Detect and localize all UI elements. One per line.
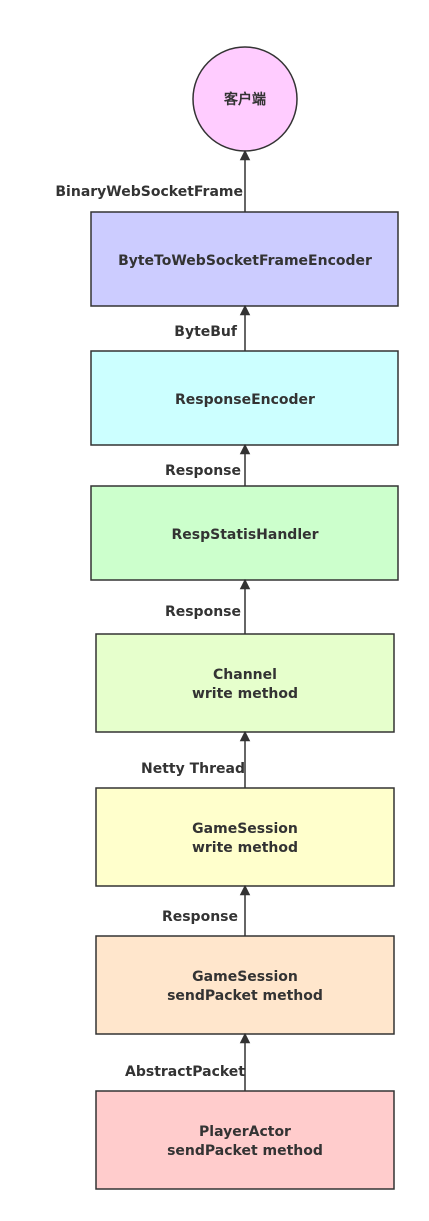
node-label-line-1: GameSession <box>192 821 298 837</box>
node-box <box>95 787 395 887</box>
edge-bytebuf: ByteBuf <box>174 304 251 351</box>
edge-netty-thread: Netty Thread <box>141 730 251 788</box>
node-response-encoder: ResponseEncoder <box>90 350 399 446</box>
node-box <box>95 633 395 733</box>
node-label-line-1: GameSession <box>192 969 298 985</box>
node-player-actor-send-packet: PlayerActor sendPacket method <box>95 1090 395 1190</box>
node-label-line-2: sendPacket method <box>167 1143 323 1159</box>
node-label: ByteToWebSocketFrameEncoder <box>118 253 372 269</box>
edge-response-3: Response <box>162 884 251 936</box>
node-label-line-1: Channel <box>213 667 277 683</box>
node-label-line-1: PlayerActor <box>199 1124 291 1140</box>
node-game-session-send-packet: GameSession sendPacket method <box>95 935 395 1035</box>
client-node: 客户端 <box>192 46 298 152</box>
node-label: RespStatisHandler <box>171 527 318 543</box>
edge-binary-websocket-frame: BinaryWebSocketFrame <box>55 149 251 212</box>
node-channel-write: Channel write method <box>95 633 395 733</box>
node-box <box>90 211 399 307</box>
node-box <box>90 485 399 581</box>
node-label: ResponseEncoder <box>175 392 315 408</box>
node-byte-to-websocket-frame-encoder: ByteToWebSocketFrameEncoder <box>90 211 399 307</box>
node-label-line-2: write method <box>192 840 298 856</box>
node-resp-statis-handler: RespStatisHandler <box>90 485 399 581</box>
edge-response-2: Response <box>165 578 251 634</box>
edge-label: Response <box>165 604 241 620</box>
edge-response-1: Response <box>165 443 251 486</box>
node-box <box>95 1090 395 1190</box>
node-box <box>95 935 395 1035</box>
edge-abstract-packet: AbstractPacket <box>125 1032 251 1091</box>
node-game-session-write: GameSession write method <box>95 787 395 887</box>
node-label-line-2: sendPacket method <box>167 988 323 1004</box>
edge-label: Netty Thread <box>141 761 245 777</box>
edge-label: AbstractPacket <box>125 1064 245 1080</box>
edge-label: Response <box>162 909 238 925</box>
edge-label: ByteBuf <box>174 324 238 340</box>
client-label: 客户端 <box>223 91 266 108</box>
edge-label: BinaryWebSocketFrame <box>55 184 243 200</box>
node-label-line-2: write method <box>192 686 298 702</box>
edge-label: Response <box>165 463 241 479</box>
